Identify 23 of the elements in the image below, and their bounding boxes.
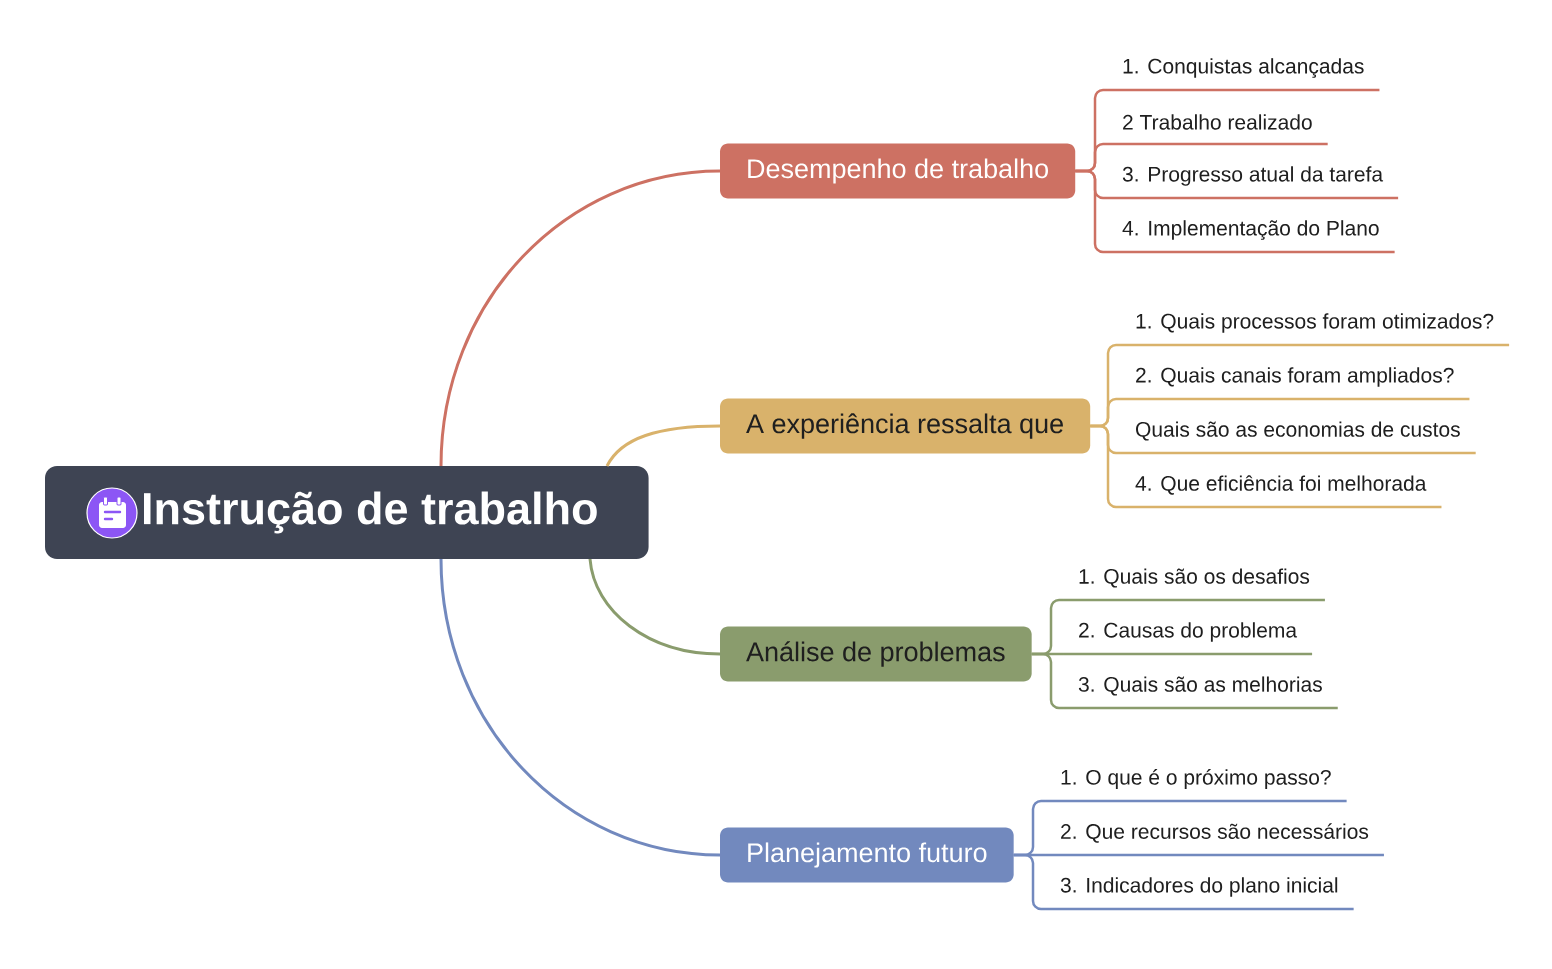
underlined-subtopic: Quais são as economias de custos [1120,421,1476,455]
underlined-subtopic: 2. Quais canais foram ampliados? [1120,367,1470,401]
underlined-subtopic: 1. Quais são os desafios [1063,568,1325,602]
curved-connector [439,169,721,467]
underlined-subtopic: 1. Quais processos foram otimizados? [1120,313,1510,347]
underlined-subtopic: 2. Que recursos são necessários [1045,823,1384,857]
topic-box: Desempenho de trabalho [720,143,1076,199]
underlined-subtopic: 2. Causas do problema [1063,622,1313,656]
underlined-subtopic: 3. Indicadores do plano inicial [1045,877,1354,911]
curved-connector [588,558,721,656]
underlined-subtopic: 4. Que eficiência foi melhorada [1120,475,1442,509]
underlined-subtopic: 1. Conquistas alcançadas [1107,58,1380,92]
topic-box: Planejamento futuro [720,827,1014,883]
central-topic-box: Instrução de trabalho [45,466,649,559]
underlined-subtopic: 3. Quais são as melhorias [1063,676,1338,710]
underlined-subtopic: 2 Trabalho realizado [1107,114,1328,146]
topic-box: A experiência ressalta que [720,398,1091,454]
underlined-subtopic: 1. O que é o próximo passo? [1045,769,1347,803]
curved-connector [439,558,721,857]
underlined-subtopic: 3. Progresso atual da tarefa [1107,166,1399,200]
curved-connector [605,424,721,467]
underlined-subtopic: 4. Implementação do Plano [1107,220,1395,254]
topic-box: Análise de problemas [720,626,1032,682]
